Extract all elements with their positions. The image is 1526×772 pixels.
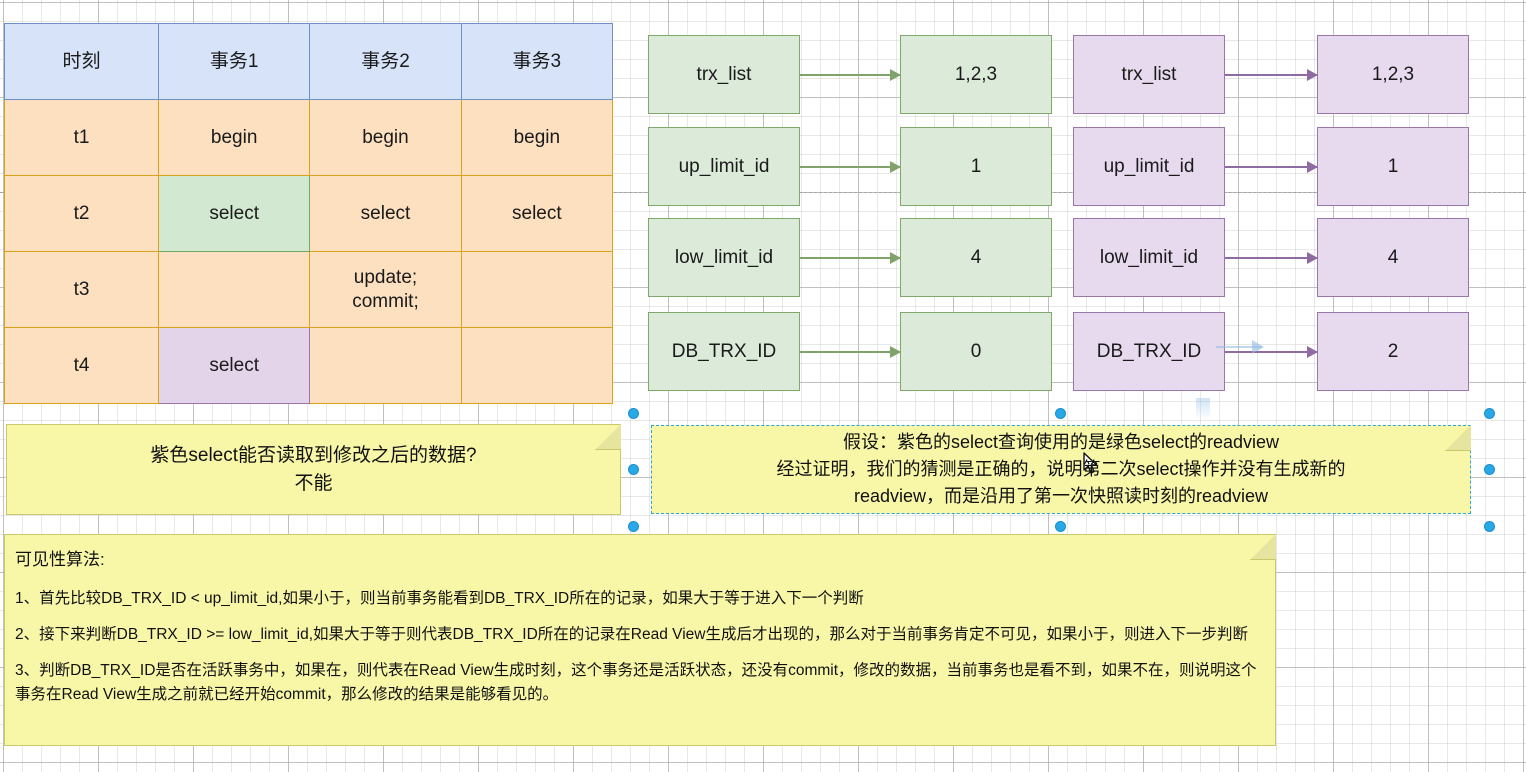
readview-field-row: up_limit_id 1 xyxy=(1073,127,1469,206)
readview-field-value: 1 xyxy=(1317,127,1469,206)
selection-handle[interactable] xyxy=(1055,521,1066,532)
table-cell: begin xyxy=(460,99,614,176)
selection-handle[interactable] xyxy=(1484,408,1495,419)
table-cell-time: t4 xyxy=(4,327,159,404)
table-cell: select xyxy=(309,175,462,252)
readview-arrow-icon xyxy=(1225,73,1317,76)
readview-field-row: up_limit_id 1 xyxy=(648,127,1052,206)
readview-field-label: low_limit_id xyxy=(1073,218,1225,297)
table-cell-time: t2 xyxy=(4,175,159,252)
note-algorithm-title: 可见性算法: xyxy=(15,550,105,569)
table-cell-time: t1 xyxy=(4,99,159,176)
readview-field-value: 4 xyxy=(1317,218,1469,297)
table-cell xyxy=(460,327,614,404)
readview-arrow-icon xyxy=(1225,350,1317,353)
readview-arrow-icon xyxy=(800,256,900,259)
selection-handle[interactable] xyxy=(1484,464,1495,475)
readview-field-value: 1 xyxy=(900,127,1052,206)
readview-field-label: trx_list xyxy=(648,35,800,114)
readview-field-label: up_limit_id xyxy=(1073,127,1225,206)
readview-field-label: low_limit_id xyxy=(648,218,800,297)
selection-handle[interactable] xyxy=(1055,408,1066,419)
readview-arrow-icon xyxy=(800,350,900,353)
note-proof-selected[interactable]: 假设：紫色的select查询使用的是绿色select的readview 经过证明… xyxy=(651,425,1471,514)
table-header-cell: 事务2 xyxy=(309,23,462,100)
table-cell xyxy=(157,251,311,328)
readview-arrow-icon xyxy=(1225,165,1317,168)
table-cell xyxy=(460,251,614,328)
note-visibility-algorithm[interactable]: 可见性算法: 1、首先比较DB_TRX_ID < up_limit_id,如果小… xyxy=(4,534,1276,746)
stray-blue-marker-icon xyxy=(1196,398,1210,420)
readview-field-row: trx_list 1,2,3 xyxy=(648,35,1052,114)
readview-field-row: low_limit_id 4 xyxy=(648,218,1052,297)
table-cell: begin xyxy=(309,99,462,176)
algorithm-step: 1、首先比较DB_TRX_ID < up_limit_id,如果小于，则当前事务… xyxy=(15,590,864,608)
algorithm-step: 3、判断DB_TRX_ID是否在活跃事务中，如果在，则代表在Read View生… xyxy=(15,662,1257,704)
note-fold-corner-icon xyxy=(1445,425,1471,451)
note-fold-corner-icon xyxy=(595,424,621,450)
table-header-cell: 事务3 xyxy=(460,23,614,100)
table-header-row: 时刻 事务1 事务2 事务3 xyxy=(4,23,614,100)
note-proof-text: 假设：紫色的select查询使用的是绿色select的readview 经过证明… xyxy=(776,432,1346,506)
selection-handle[interactable] xyxy=(628,464,639,475)
readview-field-value: 4 xyxy=(900,218,1052,297)
stray-blue-arrow-icon xyxy=(1216,346,1262,348)
readview-field-value: 0 xyxy=(900,312,1052,391)
table-header-cell: 事务1 xyxy=(157,23,311,100)
readview-field-label: up_limit_id xyxy=(648,127,800,206)
readview-field-row: low_limit_id 4 xyxy=(1073,218,1469,297)
note-question-text: 紫色select能否读取到修改之后的数据? 不能 xyxy=(150,444,477,494)
readview-field-value: 1,2,3 xyxy=(900,35,1052,114)
readview-arrow-icon xyxy=(1225,256,1317,259)
readview-field-value: 1,2,3 xyxy=(1317,35,1469,114)
table-cell xyxy=(309,327,462,404)
table-cell-time: t3 xyxy=(4,251,159,328)
readview-field-value: 2 xyxy=(1317,312,1469,391)
readview-field-label: trx_list xyxy=(1073,35,1225,114)
table-cell: select xyxy=(157,327,311,404)
selection-handle[interactable] xyxy=(628,408,639,419)
readview-field-row: trx_list 1,2,3 xyxy=(1073,35,1469,114)
table-cell: begin xyxy=(157,99,311,176)
table-header-cell: 时刻 xyxy=(4,23,159,100)
readview-arrow-icon xyxy=(800,73,900,76)
note-algorithm-body: 可见性算法: 1、首先比较DB_TRX_ID < up_limit_id,如果小… xyxy=(15,547,1265,707)
readview-field-row: DB_TRX_ID 2 xyxy=(1073,312,1469,391)
table-cell: update; commit; xyxy=(309,251,462,328)
readview-field-label: DB_TRX_ID xyxy=(1073,312,1225,391)
note-question[interactable]: 紫色select能否读取到修改之后的数据? 不能 xyxy=(6,424,621,515)
readview-arrow-icon xyxy=(800,165,900,168)
table-row: t3 update; commit; xyxy=(4,251,614,328)
selection-handle[interactable] xyxy=(628,521,639,532)
table-cell: select xyxy=(157,175,311,252)
algorithm-step: 2、接下来判断DB_TRX_ID >= low_limit_id,如果大于等于则… xyxy=(15,626,1248,644)
selection-handle[interactable] xyxy=(1484,521,1495,532)
